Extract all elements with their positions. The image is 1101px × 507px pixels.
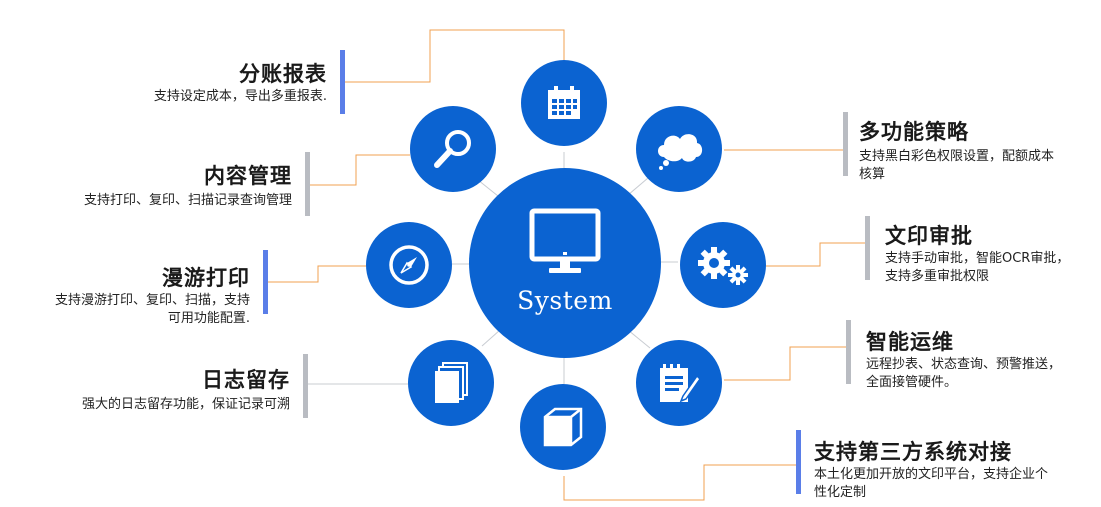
- node-document[interactable]: [636, 340, 722, 426]
- gears-icon: [698, 247, 748, 285]
- feature-desc: 支持黑白彩色权限设置，配额成本 核算: [859, 149, 1055, 182]
- feature-desc: 支持设定成本，导出多重报表.: [153, 89, 327, 104]
- monitor-icon: [529, 208, 601, 273]
- feature-bar: [846, 320, 851, 384]
- leader-roaming: [263, 265, 366, 283]
- feature-title: 支持第三方系统对接: [814, 439, 1012, 464]
- leader-ops: [724, 346, 848, 381]
- feature-bar: [305, 152, 310, 216]
- cloud-icon: [658, 134, 703, 170]
- feature-desc: 本土化更加开放的文印平台，支持企业个 性化定制: [814, 467, 1049, 500]
- feature-title: 文印审批: [885, 223, 973, 248]
- feature-title: 漫游打印: [162, 265, 250, 290]
- feature-title: 日志留存: [202, 367, 290, 392]
- feature-desc: 支持打印、复印、扫描记录查询管理: [83, 193, 292, 208]
- node-cloud[interactable]: [636, 106, 722, 192]
- feature-title: 内容管理: [204, 163, 292, 188]
- feature-bar: [340, 50, 345, 114]
- document-edit-icon: [660, 364, 701, 403]
- center-label: System: [517, 286, 613, 315]
- feature-desc: 强大的日志留存功能，保证记录可溯: [81, 397, 290, 412]
- feature-title: 多功能策略: [859, 119, 969, 144]
- feature-integration: 支持第三方系统对接 本土化更加开放的文印平台，支持企业个 性化定制: [796, 430, 1101, 506]
- spoke-top-right: [627, 177, 649, 196]
- node-gears[interactable]: [680, 222, 766, 308]
- node-calendar[interactable]: [521, 60, 607, 146]
- spoke-top-left: [477, 179, 499, 197]
- pages-icon: [435, 362, 468, 403]
- box-icon: [543, 407, 583, 447]
- search-icon: [434, 130, 471, 168]
- feature-ops: 智能运维 远程抄表、状态查询、预警推送， 全面接管硬件。: [846, 320, 1101, 396]
- node-compass[interactable]: [366, 222, 452, 308]
- feature-content: 内容管理 支持打印、复印、扫描记录查询管理: [0, 152, 310, 218]
- leader-content: [305, 154, 410, 186]
- spoke-bottom-right: [627, 329, 651, 349]
- feature-bar: [796, 430, 801, 494]
- feature-report: 分账报表 支持设定成本，导出多重报表.: [80, 50, 345, 116]
- feature-bar: [865, 216, 870, 280]
- node-box[interactable]: [520, 384, 606, 470]
- feature-bar: [263, 250, 268, 314]
- node-search[interactable]: [410, 106, 496, 192]
- feature-audit: 文印审批 支持手动审批，智能OCR审批， 支持多重审批权限: [865, 216, 1101, 292]
- leader-report: [340, 29, 565, 83]
- center-hub: System: [469, 168, 661, 358]
- spoke-bottom-left: [481, 329, 501, 347]
- leader-audit: [766, 242, 867, 267]
- calendar-icon: [548, 86, 580, 119]
- node-pages[interactable]: [408, 340, 494, 426]
- feature-desc: 远程抄表、状态查询、预警推送， 全面接管硬件。: [866, 357, 1062, 390]
- feature-policy: 多功能策略 支持黑白彩色权限设置，配额成本 核算: [843, 112, 1101, 188]
- feature-desc: 支持漫游打印、复印、扫描，支持 可用功能配置.: [54, 293, 250, 326]
- feature-desc: 支持手动审批，智能OCR审批， 支持多重审批权限: [885, 251, 1070, 284]
- feature-log: 日志留存 强大的日志留存功能，保证记录可溯: [0, 354, 308, 420]
- feature-bar: [303, 354, 308, 418]
- feature-title: 智能运维: [866, 329, 954, 354]
- feature-roaming: 漫游打印 支持漫游打印、复印、扫描，支持 可用功能配置.: [0, 250, 268, 330]
- compass-icon: [389, 245, 429, 285]
- feature-bar: [843, 112, 848, 176]
- leader-integration: [563, 464, 798, 501]
- feature-title: 分账报表: [239, 61, 327, 86]
